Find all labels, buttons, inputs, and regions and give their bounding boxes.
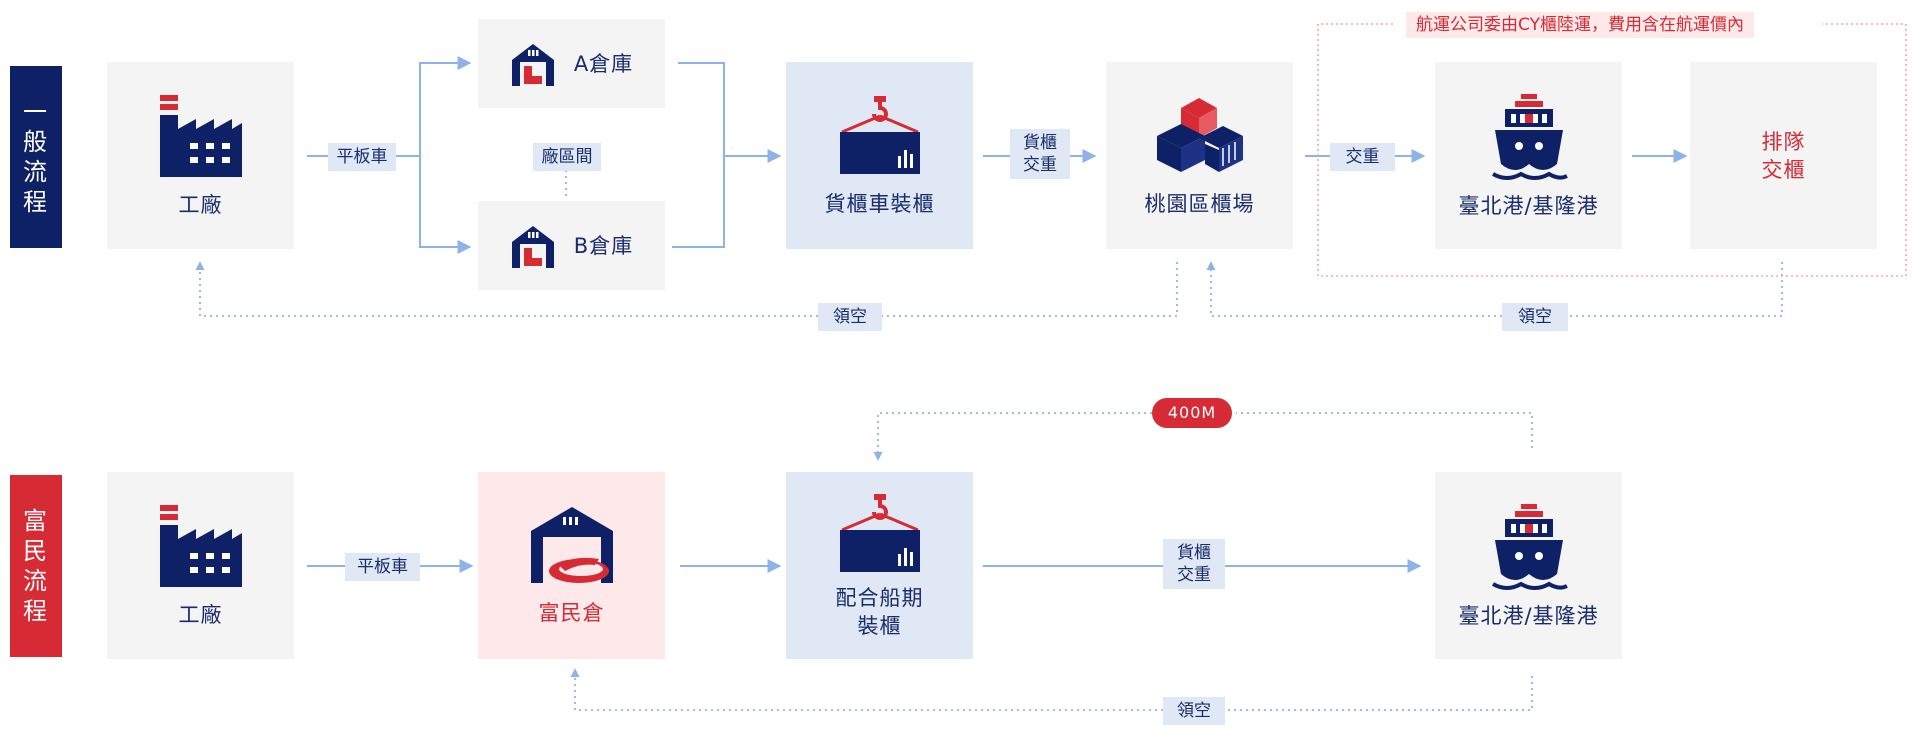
fumin-flow-label: 富 民 流 程 xyxy=(10,475,62,657)
loading-box: 貨櫃車裝櫃 xyxy=(786,62,973,249)
label-char: 一 xyxy=(23,98,49,126)
shipping-note: 航運公司委由CY櫃陸運，費用含在航運價內 xyxy=(1406,12,1754,38)
warehouse-b-box: B倉庫 xyxy=(478,201,665,290)
port-box: 臺北港/基隆港 xyxy=(1435,472,1622,659)
exchange-line: 交重 xyxy=(1177,565,1211,585)
empty-return-tag: 領空 xyxy=(1163,697,1225,725)
label-char: 程 xyxy=(23,188,49,216)
loading-label: 貨櫃車裝櫃 xyxy=(824,191,935,216)
exchange-line: 貨櫃 xyxy=(1177,543,1211,563)
factory-label: 工廠 xyxy=(178,602,223,627)
label-char: 富 xyxy=(23,507,49,535)
ship-icon xyxy=(1491,503,1568,590)
warehouse-a-box: A倉庫 xyxy=(478,19,665,108)
queue-line: 排隊 xyxy=(1761,129,1806,154)
factory-icon xyxy=(159,504,242,587)
yard-label: 桃園區櫃場 xyxy=(1144,191,1255,216)
transport-tag: 平板車 xyxy=(345,553,420,581)
label-char: 流 xyxy=(23,158,49,186)
warehouse-icon xyxy=(511,225,554,268)
label-char: 程 xyxy=(23,597,49,625)
factory-label: 工廠 xyxy=(178,192,223,217)
fumin-warehouse-label: 富民倉 xyxy=(538,600,605,625)
general-flow-label: 一 般 流 程 xyxy=(10,66,62,248)
exchange-line: 交重 xyxy=(1023,155,1057,175)
empty-return-tag: 領空 xyxy=(818,303,882,331)
queue-line: 交櫃 xyxy=(1761,157,1806,182)
fumin-warehouse-box: 富民倉 xyxy=(478,472,665,659)
crane-container-icon xyxy=(839,95,920,174)
label-char: 民 xyxy=(23,537,49,565)
port-label: 臺北港/基隆港 xyxy=(1458,603,1599,628)
exchange-line: 貨櫃 xyxy=(1023,133,1057,153)
warehouse-a-label: A倉庫 xyxy=(573,51,634,76)
warehouse-b-label: B倉庫 xyxy=(573,233,634,258)
loading-box: 配合船期 裝櫃 xyxy=(786,472,973,659)
warehouse-icon xyxy=(511,43,554,86)
factory-box: 工廠 xyxy=(107,472,294,659)
distance-badge: 400M xyxy=(1152,398,1232,428)
port-box: 臺北港/基隆港 xyxy=(1435,62,1622,249)
yard-box: 桃園區櫃場 xyxy=(1106,62,1293,249)
loading-line: 配合船期 xyxy=(835,585,924,610)
ship-icon xyxy=(1491,93,1568,180)
label-char: 流 xyxy=(23,567,49,595)
crane-container-icon xyxy=(839,493,920,572)
factory-box: 工廠 xyxy=(107,62,294,249)
queue-box: 排隊 交櫃 xyxy=(1690,62,1877,249)
exchange-tag: 貨櫃 交重 xyxy=(1010,129,1070,179)
port-label: 臺北港/基隆港 xyxy=(1458,193,1599,218)
factory-icon xyxy=(159,94,242,177)
transport-tag: 平板車 xyxy=(328,143,396,171)
exchange-tag: 貨櫃 交重 xyxy=(1163,539,1225,589)
stacked-containers-icon xyxy=(1156,97,1243,172)
loading-line: 裝櫃 xyxy=(857,613,902,638)
label-char: 般 xyxy=(23,128,49,156)
fumin-warehouse-icon xyxy=(530,506,613,583)
exchange-heavy-tag: 交重 xyxy=(1330,143,1395,171)
empty-return-tag: 領空 xyxy=(1502,303,1568,331)
between-tag: 廠區間 xyxy=(533,143,601,171)
